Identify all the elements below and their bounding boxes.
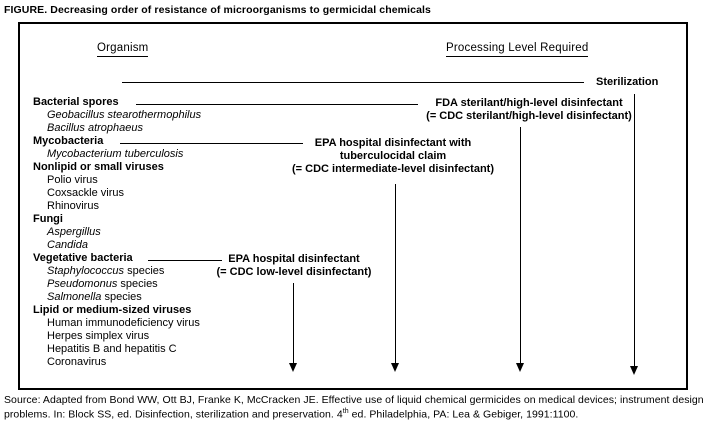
connector-line-fda — [136, 104, 418, 105]
connector-line-epa-tb — [120, 143, 303, 144]
source-line1: Source: Adapted from Bond WW, Ott BJ, Fr… — [4, 394, 704, 406]
organism-item: Coronavirus — [47, 356, 107, 368]
label-epa-tb-line2: tuberculocidal claim — [339, 150, 447, 162]
organism-item: Bacillus atrophaeus — [47, 122, 144, 134]
organism-item: Staphylococcus species — [47, 265, 165, 277]
arrow-head-epa-tb — [391, 363, 399, 372]
organism-item: Hepatitis B and hepatitis C — [47, 343, 177, 355]
organism-item: Herpes simplex virus — [47, 330, 150, 342]
organism-category: Fungi — [33, 213, 63, 225]
arrow-head-fda — [516, 363, 524, 372]
organism-item: Human immunodeficiency virus — [47, 317, 200, 329]
label-epa-low-line2: (= CDC low-level disinfectant) — [216, 266, 372, 278]
column-header-processing-level: Processing Level Required — [446, 42, 589, 57]
organism-item: Coxsackle virus — [47, 187, 125, 199]
label-epa-low-line1: EPA hospital disinfectant — [228, 253, 360, 265]
source-note: Source: Adapted from Bond WW, Ott BJ, Fr… — [4, 394, 704, 421]
label-fda-line2: (= CDC sterilant/high-level disinfectant… — [426, 110, 632, 122]
organism-category: Bacterial spores — [33, 96, 119, 108]
organism-category: Vegetative bacteria — [33, 252, 133, 264]
arrow-shaft-epa-tb — [395, 184, 396, 364]
organism-category: Nonlipid or small viruses — [33, 161, 164, 173]
organism-item: Geobacillus stearothermophilus — [47, 109, 202, 121]
arrow-head-epa-low — [289, 363, 297, 372]
arrow-shaft-epa-low — [293, 283, 294, 364]
arrow-head-sterilization — [630, 366, 638, 375]
organism-item: Rhinovirus — [47, 200, 99, 212]
label-fda-sterilant: FDA sterilant/high-level disinfectant (=… — [420, 97, 638, 123]
figure-title: FIGURE. Decreasing order of resistance o… — [4, 4, 431, 16]
label-epa-tb-line3: (= CDC intermediate-level disinfectant) — [291, 163, 495, 175]
label-epa-low-level: EPA hospital disinfectant (= CDC low-lev… — [213, 253, 375, 279]
connector-line-sterilization — [122, 82, 584, 83]
label-epa-tuberculocidal: EPA hospital disinfectant with tuberculo… — [282, 137, 504, 176]
organism-item: Salmonella species — [47, 291, 142, 303]
organism-category: Lipid or medium-sized viruses — [33, 304, 192, 316]
arrow-shaft-fda — [520, 127, 521, 364]
organism-item: Aspergillus — [47, 226, 101, 238]
source-line2: problems. In: Block SS, ed. Disinfection… — [4, 408, 579, 421]
organism-list: Bacterial spores Geobacillus stearotherm… — [33, 96, 201, 369]
organism-item: Pseudomonus species — [47, 278, 158, 290]
figure-box — [18, 22, 688, 390]
connector-line-epa-low — [148, 260, 222, 261]
column-header-organism: Organism — [97, 42, 149, 57]
organism-category: Mycobacteria — [33, 135, 104, 147]
label-fda-line1: FDA sterilant/high-level disinfectant — [435, 97, 623, 109]
organism-item: Polio virus — [47, 174, 98, 186]
organism-item: Mycobacterium tuberculosis — [47, 148, 184, 160]
organism-item: Candida — [47, 239, 88, 251]
label-epa-tb-line1: EPA hospital disinfectant with — [314, 137, 472, 149]
label-sterilization: Sterilization — [596, 76, 659, 88]
arrow-shaft-sterilization — [634, 94, 635, 367]
